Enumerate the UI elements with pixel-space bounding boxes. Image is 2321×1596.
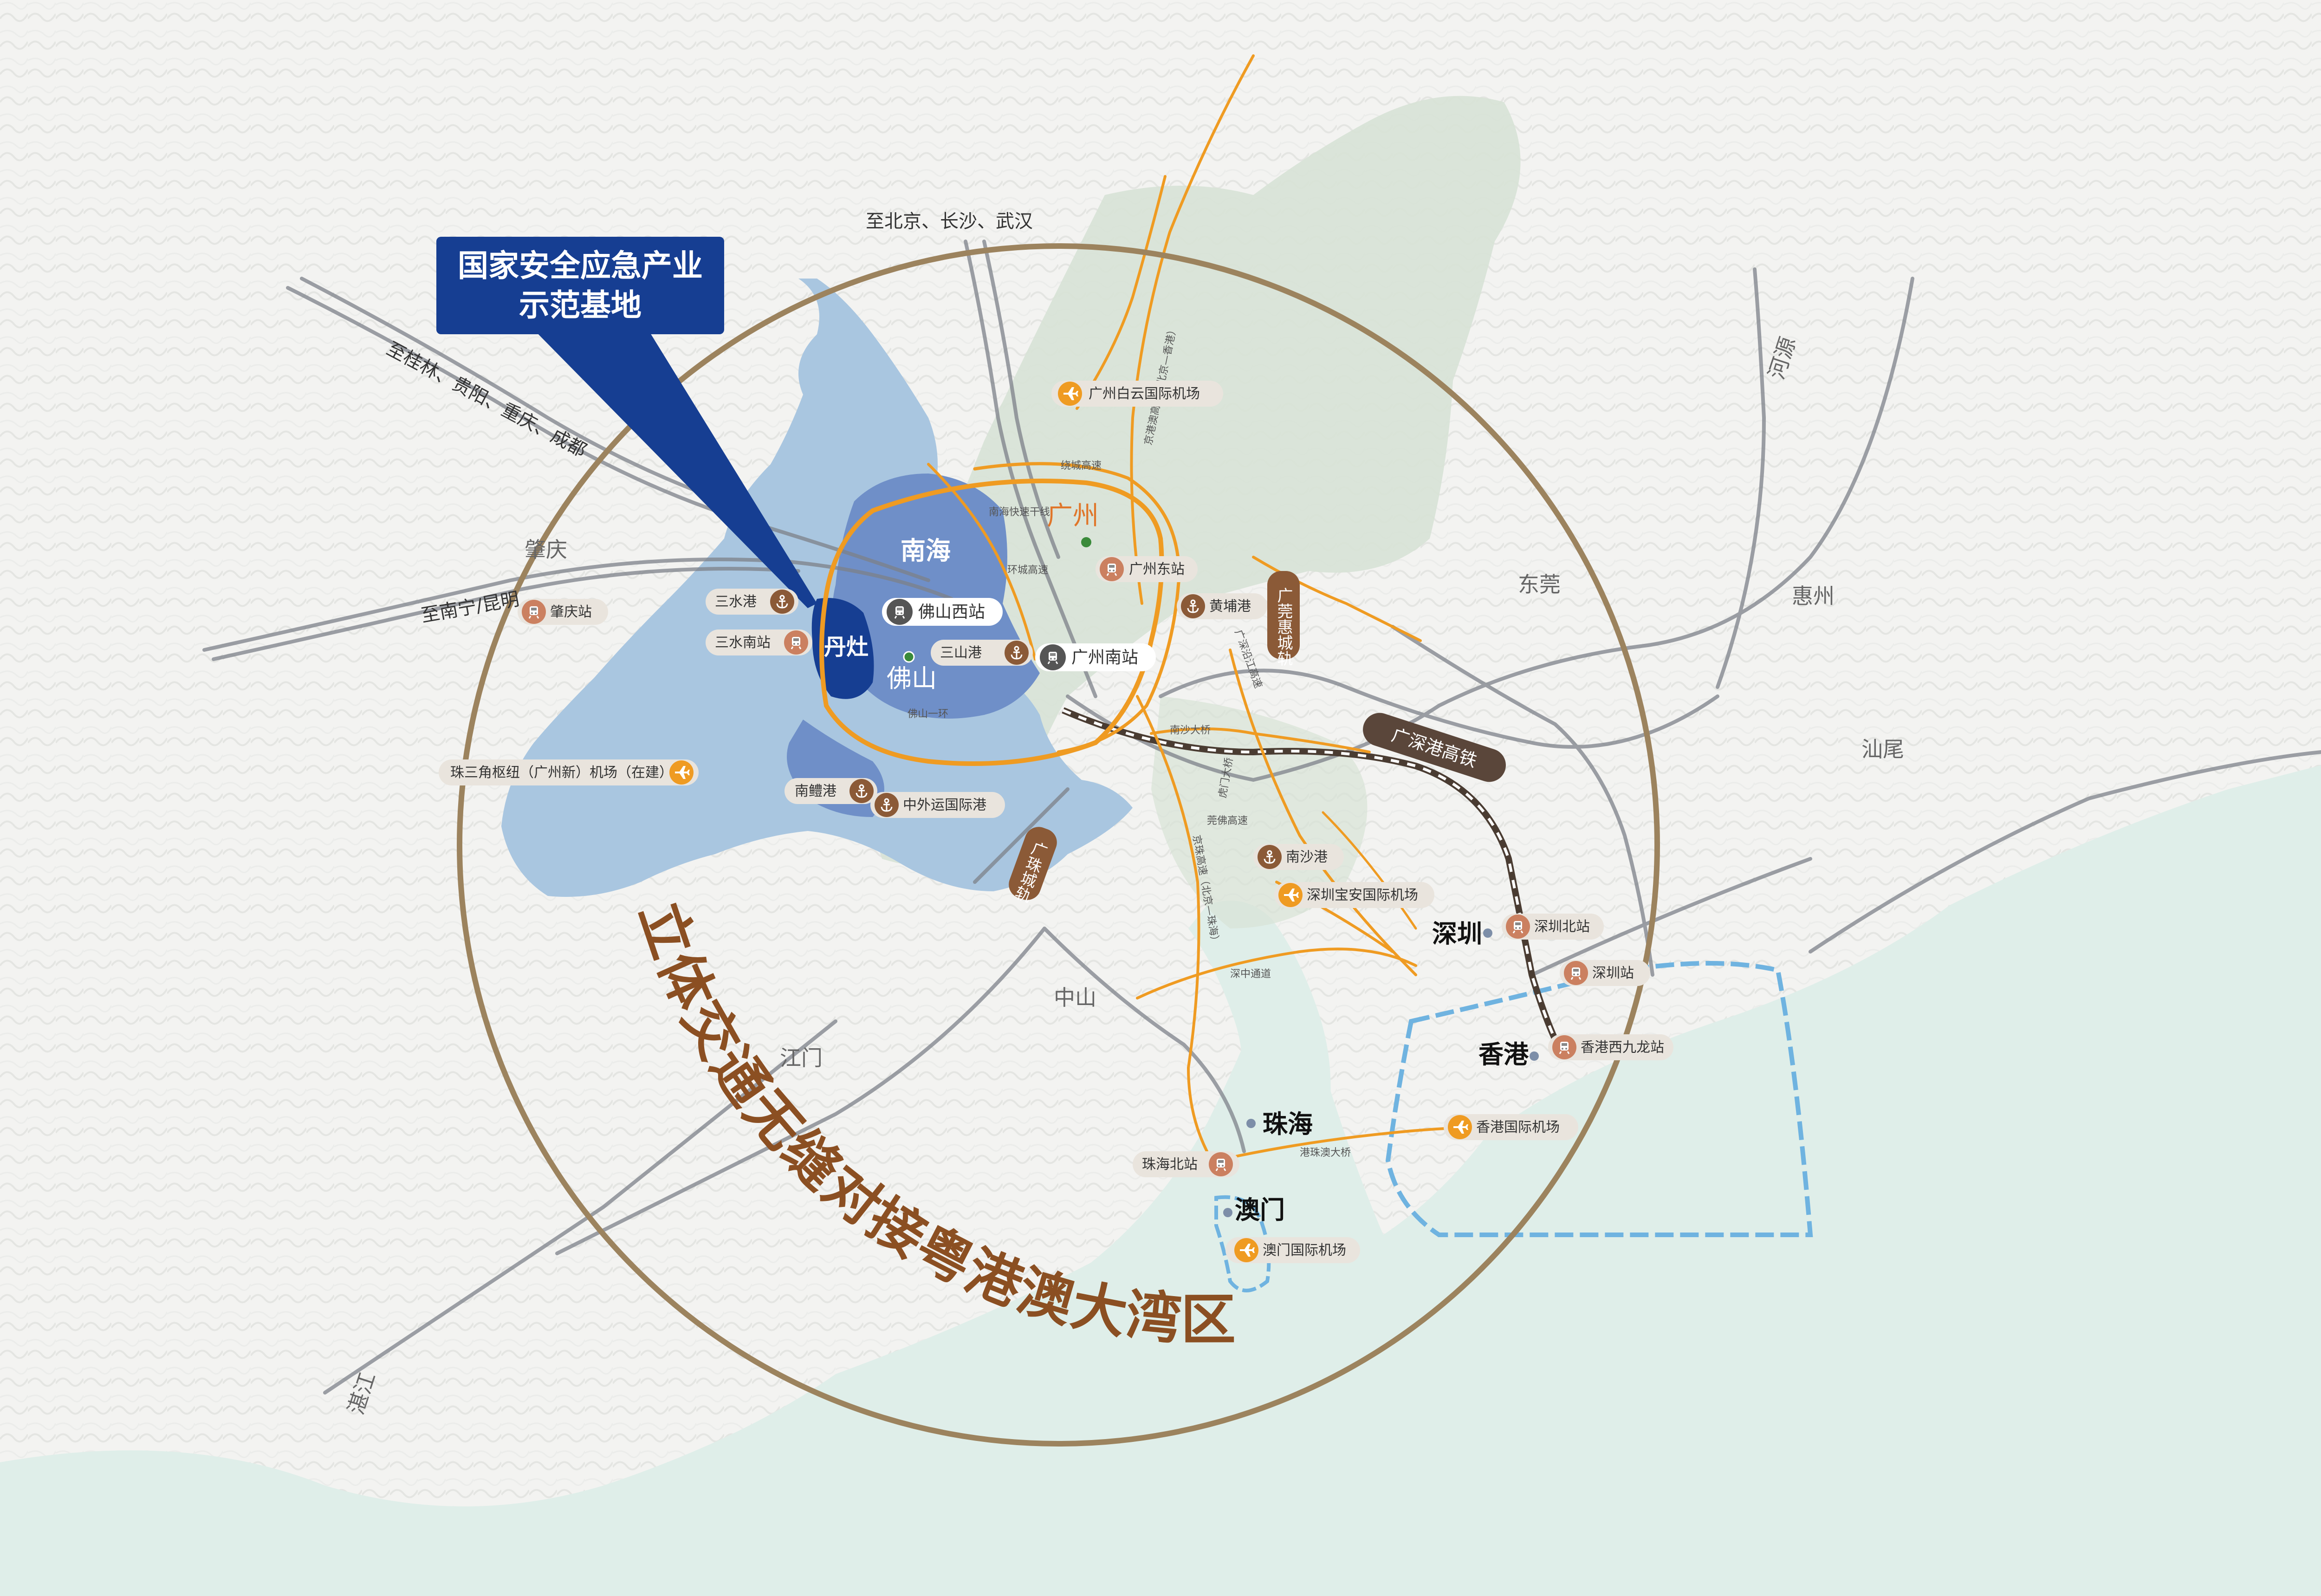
svg-text:三水港: 三水港 <box>715 594 757 610</box>
macau-boundary <box>1214 1195 1271 1292</box>
label-hzm-bridge: 港珠澳大桥 <box>1300 1147 1351 1159</box>
guangzhou-center-dot <box>1081 537 1091 547</box>
city-nanhai: 南海 <box>901 536 951 565</box>
gsg-rail-line <box>1062 707 1563 1051</box>
facility-sanshan[interactable]: 三山港 <box>931 640 1033 666</box>
facility-baoan[interactable]: 深圳宝安国际机场 <box>1274 882 1434 908</box>
city-dandao: 丹灶 <box>824 634 869 660</box>
label-foshan-ring: 佛山一环 <box>908 708 948 720</box>
city-shanwei: 汕尾 <box>1861 737 1904 762</box>
svg-text:佛山西站: 佛山西站 <box>918 603 985 622</box>
sea <box>0 765 2321 1596</box>
facility-hk-airport[interactable]: 香港国际机场 <box>1444 1114 1578 1140</box>
pearl-estuary <box>1188 901 1331 1142</box>
facility-macau-airport[interactable]: 澳门国际机场 <box>1225 1237 1360 1263</box>
label-nanhai-kuai: 南海快速干线 <box>989 506 1050 518</box>
svg-text:三水南站: 三水南站 <box>715 635 771 651</box>
city-zhaoqing: 肇庆 <box>525 537 567 562</box>
facility-hk-west-kowloon[interactable]: 香港西九龙站 <box>1548 1034 1673 1060</box>
callout-line2: 示范基地 <box>519 287 642 323</box>
city-dot-icon <box>1223 1208 1232 1217</box>
facility-zhuhai-north[interactable]: 珠海北站 <box>1133 1151 1239 1177</box>
label-raocheng: 绕城高速 <box>1061 460 1102 472</box>
facility-pearl-airport[interactable]: 珠三角枢纽（广州新）机场（在建） <box>439 759 699 785</box>
facility-sanshui-port[interactable]: 三水港 <box>706 589 798 615</box>
city-jiangmen: 江门 <box>780 1045 823 1070</box>
city-zhuhai: 珠海 <box>1263 1109 1313 1139</box>
facility-baiyun[interactable]: 广州白云国际机场 <box>1051 381 1223 407</box>
direction-north: 至北京、长沙、武汉 <box>866 211 1033 232</box>
svg-text:广莞惠城轨: 广莞惠城轨 <box>1274 587 1293 666</box>
facilities: 广州白云国际机场 珠三角枢纽（广州新）机场（在建） 深圳宝安国际机场 香港国际机… <box>439 381 1673 1263</box>
label-nansha-bridge: 南沙大桥 <box>1170 725 1211 736</box>
city-zhongshan: 中山 <box>1054 985 1096 1010</box>
svg-text:澳门国际机场: 澳门国际机场 <box>1263 1242 1346 1259</box>
danzao-region[interactable] <box>811 598 874 699</box>
callout-line1: 国家安全应急产业 <box>458 248 703 284</box>
svg-text:香港国际机场: 香港国际机场 <box>1476 1119 1560 1135</box>
city-dot-icon <box>1483 928 1492 938</box>
label-guanfo: 莞佛高速 <box>1207 815 1248 827</box>
svg-text:珠三角枢纽（广州新）机场（在建）: 珠三角枢纽（广州新）机场（在建） <box>450 765 673 781</box>
svg-text:三山港: 三山港 <box>940 645 982 661</box>
city-foshan: 佛山 <box>887 664 937 693</box>
facility-nanqi[interactable]: 南鳢港 <box>784 778 877 804</box>
foshan-light-region <box>501 279 1133 897</box>
svg-text:珠海北站: 珠海北站 <box>1142 1156 1198 1173</box>
svg-text:深圳站: 深圳站 <box>1592 965 1634 981</box>
svg-text:黄埔港: 黄埔港 <box>1209 598 1251 615</box>
city-huizhou: 惠州 <box>1792 584 1835 609</box>
rail-network <box>202 240 2321 1395</box>
facility-zhongwaiyun[interactable]: 中外运国际港 <box>870 792 1005 818</box>
svg-text:广州白云国际机场: 广州白云国际机场 <box>1089 386 1200 402</box>
facility-gz-south[interactable]: 广州南站 <box>1035 643 1156 671</box>
facility-gz-east[interactable]: 广州东站 <box>1096 556 1198 582</box>
city-dot-icon <box>1246 1119 1256 1128</box>
svg-text:香港西九龙站: 香港西九龙站 <box>1581 1039 1664 1056</box>
svg-text:南鳢港: 南鳢港 <box>795 783 836 799</box>
bay-area-radius-ring <box>457 243 1660 1447</box>
facility-zhaoqing-station[interactable]: 肇庆站 <box>518 599 608 625</box>
facility-sanshui-south[interactable]: 三水南站 <box>706 629 812 655</box>
svg-text:肇庆站: 肇庆站 <box>550 604 592 620</box>
facility-fs-west[interactable]: 佛山西站 <box>882 598 1003 626</box>
svg-text:广州南站: 广州南站 <box>1071 648 1138 667</box>
svg-text:中外运国际港: 中外运国际港 <box>903 797 986 813</box>
svg-text:深圳北站: 深圳北站 <box>1534 919 1590 935</box>
city-dot-icon <box>1530 1051 1539 1061</box>
facility-sz-station[interactable]: 深圳站 <box>1560 960 1650 986</box>
facility-sz-north[interactable]: 深圳北站 <box>1502 914 1604 940</box>
city-macau: 澳门 <box>1235 1195 1285 1225</box>
callout-national-base: 国家安全应急产业 示范基地 <box>436 237 817 608</box>
facility-nansha[interactable]: 南沙港 <box>1253 844 1344 870</box>
guanghui-badge: 广莞惠城轨 <box>1267 571 1300 666</box>
facility-huangpu[interactable]: 黄埔港 <box>1177 593 1267 619</box>
svg-text:深圳宝安国际机场: 深圳宝安国际机场 <box>1307 887 1418 903</box>
label-huancheng: 环城高速 <box>1007 564 1048 576</box>
label-shenzhong: 深中通道 <box>1230 968 1271 980</box>
city-guangzhou: 广州 <box>1047 501 1099 531</box>
city-dots <box>1223 928 1539 1217</box>
foshan-center-dot <box>903 651 915 663</box>
city-hongkong: 香港 <box>1478 1040 1529 1069</box>
svg-text:南沙港: 南沙港 <box>1286 849 1328 865</box>
svg-text:广州东站: 广州东站 <box>1129 561 1185 577</box>
city-dongguan: 东莞 <box>1518 572 1561 597</box>
city-shenzhen: 深圳 <box>1432 919 1482 948</box>
